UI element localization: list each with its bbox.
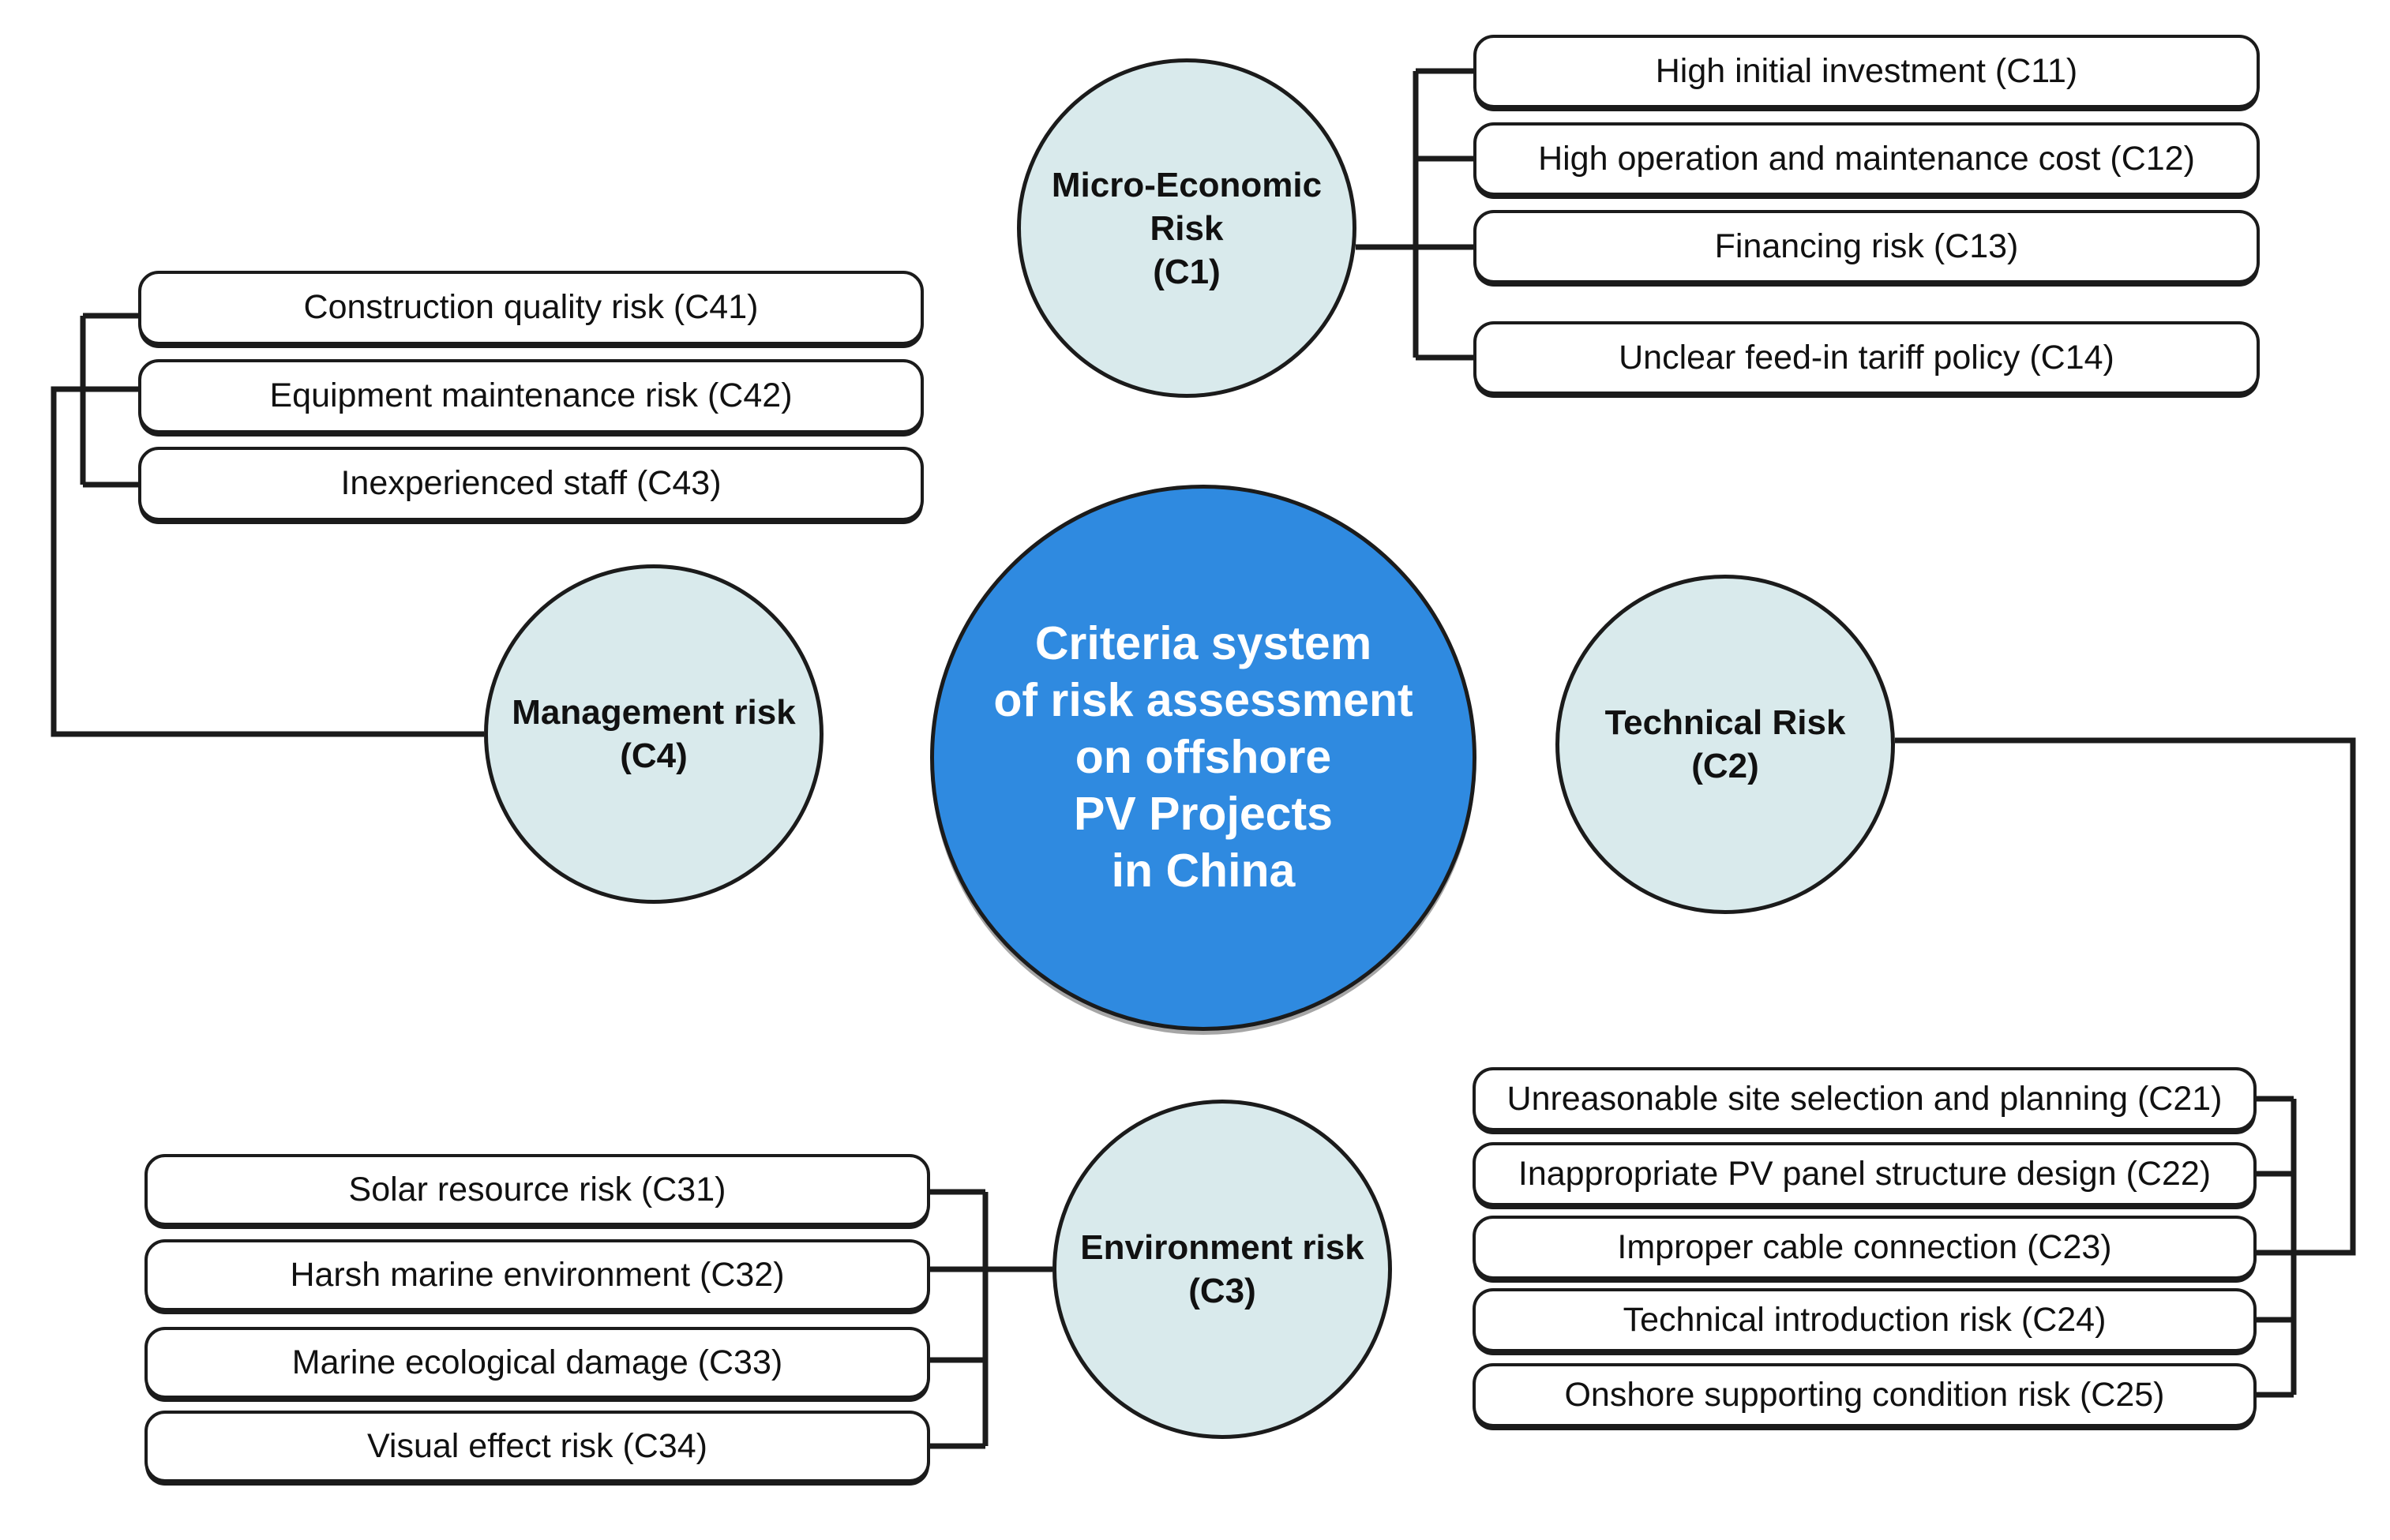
branch-node-c3[interactable]: Environment risk(C3) — [1052, 1100, 1392, 1439]
branch-node-c2-label: Technical Risk(C2) — [1604, 703, 1846, 785]
branch-node-c4-label: Management risk(C4) — [512, 693, 796, 775]
criterion-label-c12: High operation and maintenance cost (C12… — [1538, 139, 2195, 178]
criterion-box-c25[interactable]: Onshore supporting condition risk (C25) — [1473, 1363, 2257, 1427]
branch-node-c2[interactable]: Technical Risk(C2) — [1555, 575, 1895, 914]
criterion-label-c21: Unreasonable site selection and planning… — [1506, 1079, 2223, 1118]
criterion-box-c43[interactable]: Inexperienced staff (C43) — [138, 447, 924, 521]
criterion-box-c12[interactable]: High operation and maintenance cost (C12… — [1473, 122, 2260, 196]
criterion-label-c24: Technical introduction risk (C24) — [1623, 1300, 2107, 1339]
criterion-box-c34[interactable]: Visual effect risk (C34) — [144, 1411, 930, 1482]
edge-c4-stem — [51, 386, 484, 737]
criterion-label-c41: Construction quality risk (C41) — [303, 288, 759, 327]
criterion-label-c11: High initial investment (C11) — [1655, 51, 2078, 90]
criterion-label-c25: Onshore supporting condition risk (C25) — [1564, 1375, 2165, 1414]
criterion-box-c13[interactable]: Financing risk (C13) — [1473, 210, 2260, 283]
criterion-label-c33: Marine ecological damage (C33) — [291, 1343, 783, 1381]
criterion-label-c42: Equipment maintenance risk (C42) — [269, 377, 793, 415]
criterion-box-c32[interactable]: Harsh marine environment (C32) — [144, 1239, 930, 1311]
criterion-box-c23[interactable]: Improper cable connection (C23) — [1473, 1216, 2257, 1280]
criterion-box-c41[interactable]: Construction quality risk (C41) — [138, 271, 924, 345]
criterion-label-c23: Improper cable connection (C23) — [1617, 1227, 2112, 1266]
criterion-box-c24[interactable]: Technical introduction risk (C24) — [1473, 1288, 2257, 1352]
criterion-label-c43: Inexperienced staff (C43) — [340, 464, 722, 503]
criterion-label-c31: Solar resource risk (C31) — [348, 1170, 726, 1208]
criterion-label-c34: Visual effect risk (C34) — [367, 1426, 707, 1465]
criterion-box-c11[interactable]: High initial investment (C11) — [1473, 35, 2260, 108]
branch-node-c4[interactable]: Management risk(C4) — [484, 564, 824, 904]
criterion-box-c42[interactable]: Equipment maintenance risk (C42) — [138, 359, 924, 433]
criterion-box-c33[interactable]: Marine ecological damage (C33) — [144, 1327, 930, 1399]
criterion-label-c13: Financing risk (C13) — [1714, 227, 2019, 265]
criterion-box-c31[interactable]: Solar resource risk (C31) — [144, 1154, 930, 1226]
branch-node-c3-label: Environment risk(C3) — [1080, 1228, 1364, 1310]
criterion-label-c32: Harsh marine environment (C32) — [290, 1255, 785, 1294]
criterion-box-c21[interactable]: Unreasonable site selection and planning… — [1473, 1067, 2257, 1131]
criterion-label-c22: Inappropriate PV panel structure design … — [1518, 1154, 2212, 1193]
criterion-box-c14[interactable]: Unclear feed-in tariff policy (C14) — [1473, 321, 2260, 395]
criterion-label-c14: Unclear feed-in tariff policy (C14) — [1619, 338, 2114, 377]
criterion-box-c22[interactable]: Inappropriate PV panel structure design … — [1473, 1142, 2257, 1206]
edge-c2-stem — [1895, 737, 2356, 1256]
